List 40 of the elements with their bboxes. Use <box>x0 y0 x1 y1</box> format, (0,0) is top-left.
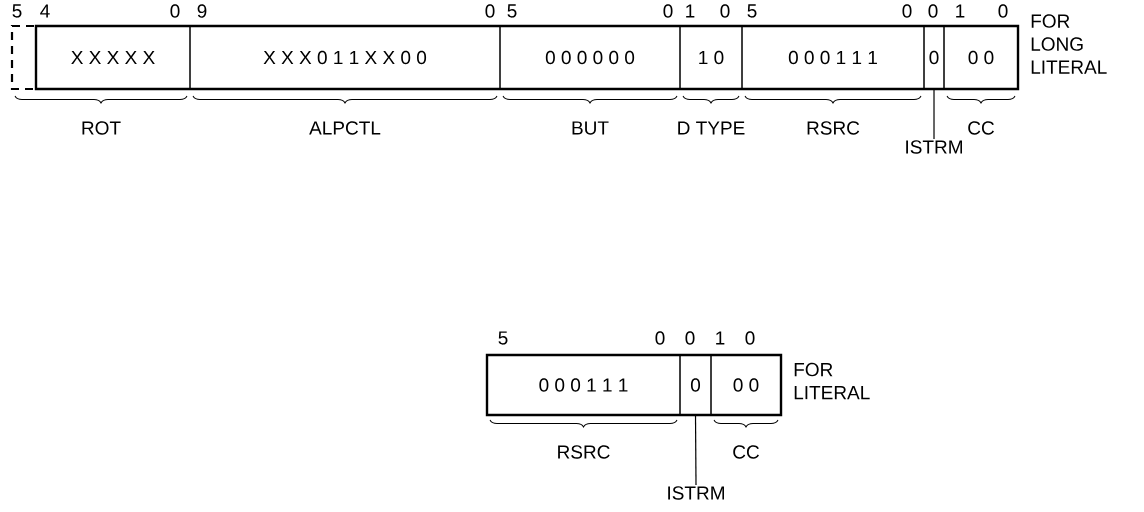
bit-field: 0 0 0 0 0 0 <box>499 25 681 90</box>
bit-number: 0 <box>685 331 695 345</box>
bit-field: 0 <box>923 25 945 90</box>
bit-number: 1 <box>956 4 965 18</box>
bit-number: 1 <box>716 331 725 345</box>
bit-number: 5 <box>12 4 22 18</box>
bit-number: 0 <box>745 331 755 345</box>
field-name: ISTRM <box>906 140 962 154</box>
bit-number: 1 <box>686 4 695 18</box>
field-name: ROT <box>82 121 121 135</box>
leader-line <box>694 414 697 486</box>
bit-number: 5 <box>747 4 757 18</box>
field-name: CC <box>733 445 759 459</box>
field-name: D TYPE <box>678 121 745 135</box>
bit-field: 0 0 0 1 1 1 <box>741 25 925 90</box>
field-name: ISTRM <box>668 486 724 500</box>
bit-field: 0 0 0 1 1 1 <box>486 354 681 416</box>
bit-number: 0 <box>998 4 1008 18</box>
bit-number: 9 <box>197 4 207 18</box>
field-name: BUT <box>572 121 609 135</box>
bit-number: 0 <box>928 4 938 18</box>
bit-field: 0 0 <box>943 25 1019 90</box>
bit-number: 0 <box>663 4 673 18</box>
bit-field: 0 <box>679 354 712 416</box>
register-note: FOR LONG LITERAL <box>1031 14 1107 74</box>
bit-number: 0 <box>720 4 730 18</box>
bit-number: 0 <box>902 4 912 18</box>
field-name: CC <box>968 121 994 135</box>
field-name: RSRC <box>558 445 610 459</box>
bit-field: X X X 0 1 1 X X 0 0 <box>189 25 501 90</box>
bit-field: 1 0 <box>679 25 743 90</box>
bit-number: 5 <box>507 4 517 18</box>
bit-number: 0 <box>170 4 180 18</box>
leader-line <box>933 88 935 140</box>
field-name: RSRC <box>807 121 860 135</box>
bit-field: 0 0 <box>710 354 782 416</box>
bit-field: X X X X X <box>35 25 191 90</box>
bit-number: 0 <box>655 331 665 345</box>
bit-number: 0 <box>485 4 495 18</box>
field-name: ALPCTL <box>309 121 381 135</box>
